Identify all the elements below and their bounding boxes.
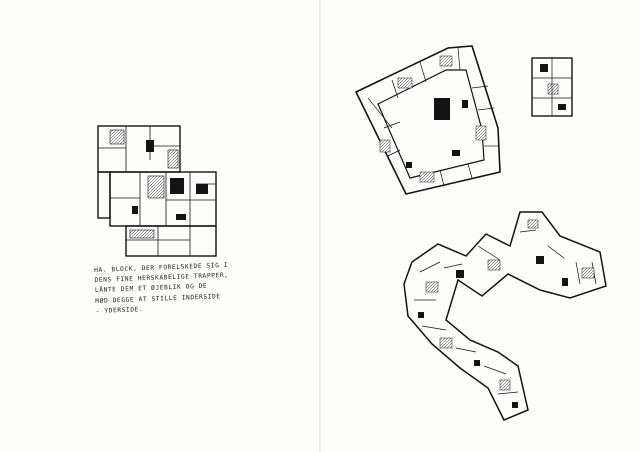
page-gutter: [319, 0, 321, 452]
block-floor-plan: [97, 125, 217, 257]
small-block-plan: [531, 57, 573, 117]
zigzag-block-plan: [403, 211, 607, 421]
handwritten-caption: HA. BLOCK, DER FORELSKEDE SIG I DENS FIN…: [94, 258, 296, 317]
courtyard-block-plan: [354, 45, 501, 195]
right-page: [320, 0, 640, 452]
